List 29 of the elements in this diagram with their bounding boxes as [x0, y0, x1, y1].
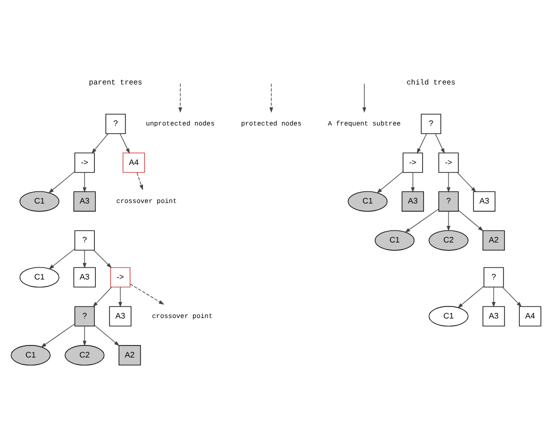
- arrow: [502, 286, 522, 307]
- arrow: [94, 324, 120, 346]
- arrow: [92, 133, 108, 154]
- arrow: [458, 209, 484, 231]
- arrow: [410, 172, 415, 192]
- arrow: [82, 249, 86, 268]
- arrow: [136, 172, 144, 190]
- arrow: [82, 172, 86, 192]
- arrow: [48, 170, 76, 193]
- arrow: [446, 172, 450, 192]
- arrow: [416, 133, 427, 154]
- arrow: [376, 170, 404, 193]
- arrow: [40, 323, 76, 348]
- arrow: [82, 325, 86, 346]
- arrow: [446, 210, 450, 231]
- arrow: [92, 286, 112, 307]
- arrow: [130, 283, 164, 304]
- arrow: [269, 82, 274, 112]
- arrow: [457, 172, 476, 192]
- arrow: [118, 286, 122, 307]
- arrow: [435, 133, 445, 154]
- arrow: [404, 208, 439, 232]
- arrow: [458, 285, 484, 308]
- arrow: [120, 133, 130, 154]
- arrow: [178, 82, 182, 112]
- arrow: [362, 82, 366, 112]
- arrow: [492, 286, 496, 307]
- arrow: [93, 249, 112, 268]
- arrow: [48, 248, 76, 269]
